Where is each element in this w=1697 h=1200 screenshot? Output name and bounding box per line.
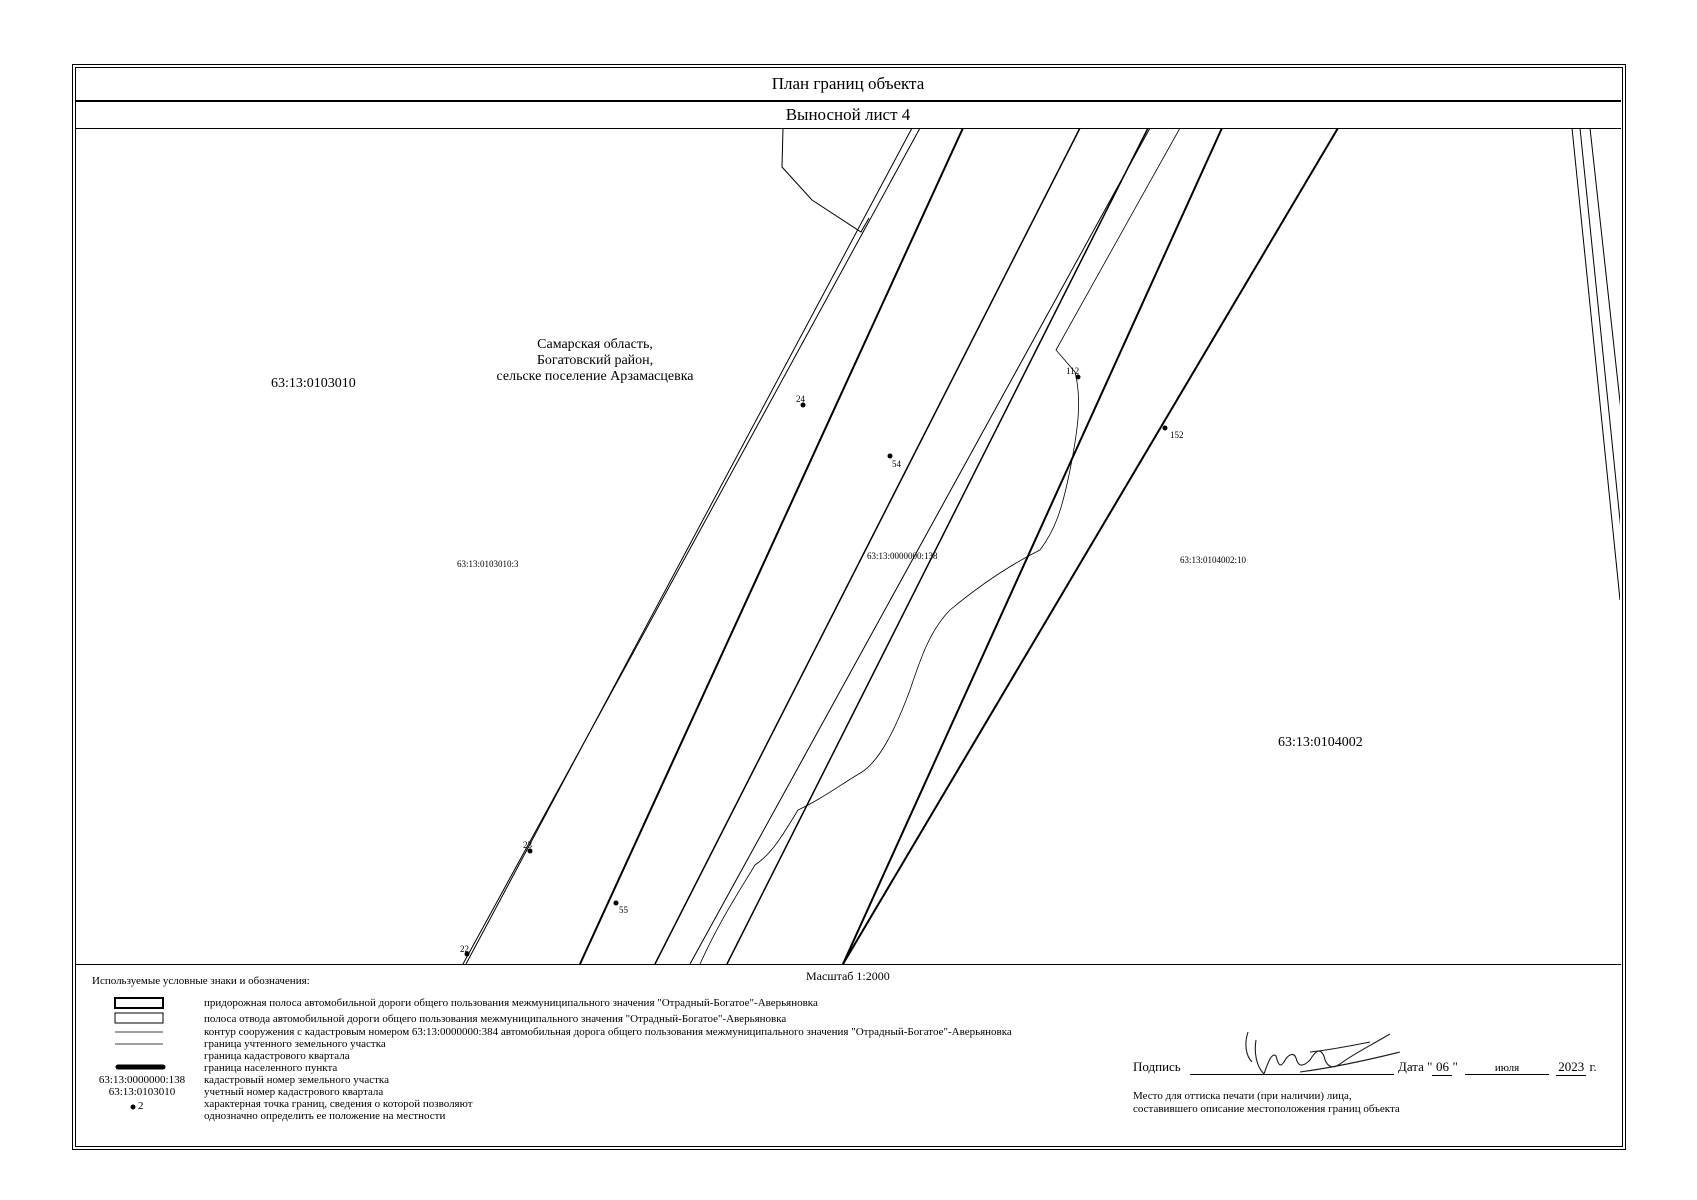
carriageway-edge	[689, 128, 1151, 964]
point-23-marker	[527, 848, 533, 854]
quarter-label-right: 63:13:0104002	[1278, 735, 1363, 750]
legend-item-1: придорожная полоса автомобильной дороги …	[204, 997, 818, 1009]
boundary-line-5	[842, 128, 1339, 964]
date-year: 2023	[1556, 1059, 1587, 1076]
legend-separator	[75, 964, 1621, 965]
legend-symbol-point	[130, 1104, 136, 1110]
handwritten-signature	[1245, 1031, 1401, 1076]
address-label: Самарская область, Богатовский район, се…	[465, 337, 725, 385]
page-title: План границ объекта	[771, 74, 925, 93]
point-label-112: 112	[1066, 366, 1080, 376]
road-edge-left-b	[465, 128, 913, 964]
boundary-line-2	[654, 128, 1081, 964]
date-suffix: г.	[1589, 1059, 1597, 1074]
legend-symbol-double-box	[114, 1012, 164, 1024]
parcel-outline-top	[781, 128, 870, 233]
legend-item-7: кадастровый номер земельного участка	[204, 1074, 389, 1086]
point-label-152: 152	[1170, 430, 1184, 440]
point-54-marker	[887, 453, 893, 459]
legend-symbol-thick-box	[114, 997, 164, 1009]
point-label-24: 24	[796, 394, 805, 404]
outer-frame	[72, 64, 1626, 1150]
signature-label: Подпись	[1133, 1059, 1181, 1074]
scale-label: Масштаб 1:2000	[806, 969, 890, 984]
point-112-marker	[1075, 374, 1081, 380]
sheet-subtitle: Выносной лист 4	[785, 105, 911, 124]
point-label-23: 23	[523, 840, 532, 850]
legend-item-5: граница кадастрового квартала	[204, 1050, 350, 1062]
point-label-22: 22	[460, 944, 469, 954]
legend-sample-point: 2	[138, 1100, 144, 1112]
address-line-1: Самарская область,	[537, 337, 653, 352]
point-22-marker	[464, 951, 470, 957]
road-edge-left-a	[462, 128, 921, 964]
parcel-label-right: 63:13:0104002:10	[1180, 555, 1247, 565]
date-label: Дата "06" июля 2023 г.	[1398, 1059, 1597, 1076]
legend-item-8: учетный номер кадастрового квартала	[204, 1086, 384, 1098]
right-edge-c	[1589, 128, 1620, 407]
legend-item-6: граница населенного пункта	[204, 1062, 338, 1074]
boundary-line-1	[579, 128, 964, 964]
legend-item-10: однозначно определить ее положение на ме…	[204, 1110, 446, 1122]
point-label-55: 55	[619, 905, 628, 915]
quarter-label-left: 63:13:0103010	[271, 376, 356, 391]
parcel-label-center: 63:13:0000000:138	[867, 551, 938, 561]
subtitle-row: Выносной лист 4	[75, 101, 1621, 129]
right-edge-a	[1571, 128, 1620, 601]
date-day: 06	[1432, 1059, 1453, 1076]
point-label-54: 54	[892, 459, 901, 469]
boundary-line-4	[842, 128, 1223, 964]
right-edge-b	[1579, 128, 1620, 526]
point-152-marker	[1162, 425, 1168, 431]
title-row: План границ объекта	[75, 67, 1621, 101]
legend-sample-quarter: 63:13:0103010	[108, 1086, 176, 1098]
stamp-note-1: Место для оттиска печати (при наличии) л…	[1133, 1090, 1352, 1102]
structure-contour	[699, 128, 1181, 964]
scale-text: Масштаб 1:2000	[806, 969, 890, 983]
legend-item-9: характерная точка границ, сведения о кот…	[204, 1098, 473, 1110]
parcel-label-left: 63:13:0103010:3	[457, 559, 519, 569]
legend-heading: Используемые условные знаки и обозначени…	[92, 975, 310, 987]
legend-item-3: контур сооружения с кадастровым номером …	[204, 1026, 1012, 1038]
legend-item-2: полоса отвода автомобильной дороги общег…	[204, 1013, 787, 1025]
address-line-3: сельске поселение Арзамасцевка	[496, 369, 694, 384]
stamp-note-2: составившего описание местоположения гра…	[1133, 1103, 1400, 1115]
inner-frame	[75, 67, 1623, 1147]
legend-sample-parcel: 63:13:0000000:138	[98, 1074, 186, 1086]
boundary-line-3	[726, 128, 1149, 964]
date-month: июля	[1465, 1062, 1550, 1075]
date-prefix: Дата "	[1398, 1059, 1433, 1074]
signature-line	[1190, 1058, 1394, 1075]
legend-item-4: граница учтенного земельного участка	[204, 1038, 386, 1050]
address-line-2: Богатовский район,	[536, 353, 654, 368]
point-55-marker	[613, 900, 619, 906]
point-24-marker	[800, 402, 806, 408]
date-quote: "	[1452, 1059, 1458, 1074]
